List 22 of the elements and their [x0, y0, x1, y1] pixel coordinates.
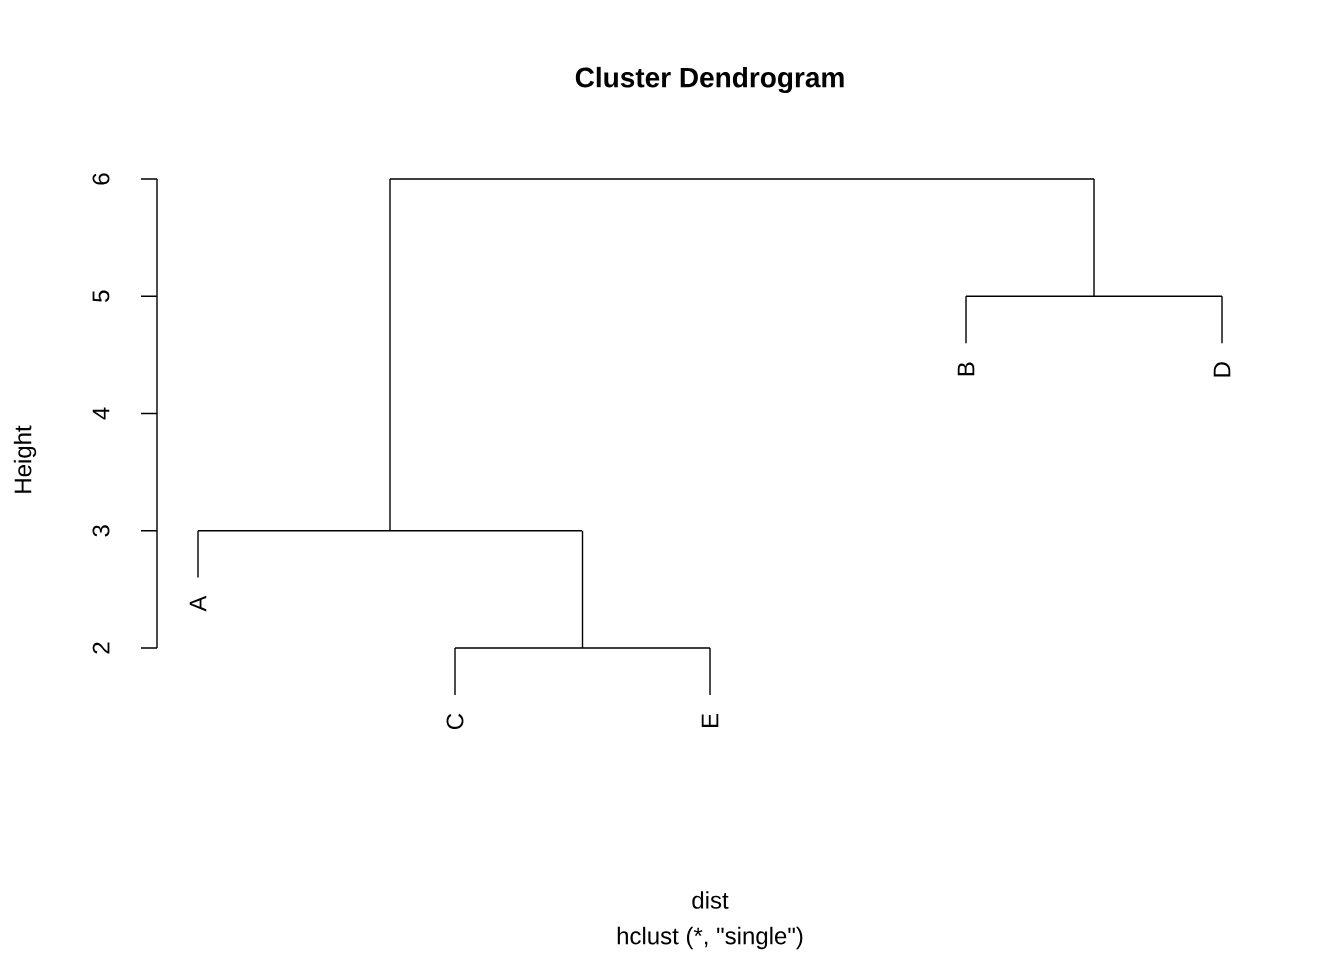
tick-label: 5	[92, 290, 110, 302]
dendrogram-link	[1221, 295, 1223, 344]
tick-label: 4	[92, 407, 110, 420]
leaf-label: B	[957, 362, 975, 376]
tick-label: 2	[92, 642, 110, 654]
axis-title: dist	[692, 891, 729, 909]
dendrogram-link	[197, 530, 199, 579]
leaf-label: E	[701, 713, 719, 727]
dendrogram-link	[965, 295, 967, 344]
dendrogram-link	[454, 647, 456, 696]
axis-title: Height	[13, 425, 37, 493]
tick-label: 6	[92, 173, 110, 185]
tick-label: 3	[92, 525, 110, 537]
dendrogram-link	[1093, 178, 1095, 297]
dendrogram-link	[389, 178, 391, 532]
dendrogram-link	[581, 530, 584, 649]
leaf-label: D	[1213, 362, 1231, 377]
dendrogram-link	[709, 647, 711, 696]
leaf-label: C	[446, 713, 464, 729]
chart-title: Cluster Dendrogram	[575, 66, 844, 94]
leaf-label: A	[189, 595, 207, 612]
axis-title: hclust (*, "single")	[617, 926, 803, 950]
